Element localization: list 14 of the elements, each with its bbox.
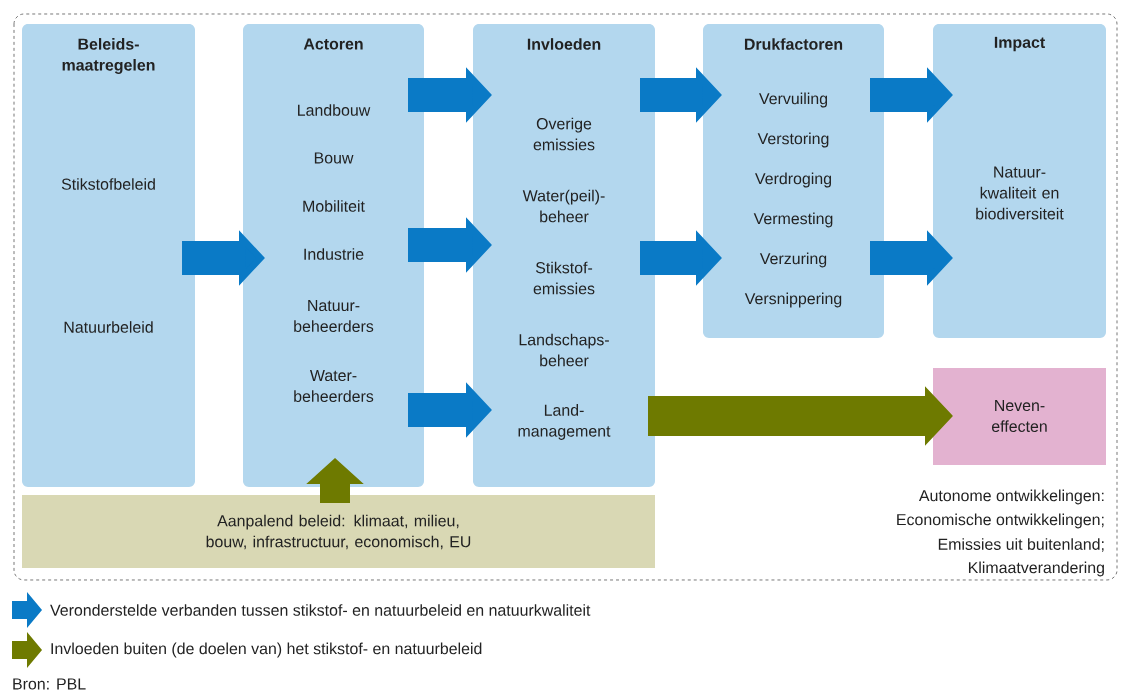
column-box: Actoren Landbouw Bouw Mobiliteit Industrie Natuur- beheerders Water- beheerders [243, 24, 424, 487]
note-text: Bron: PBL [13, 678, 86, 690]
column-box: Invloeden Overige emissies Water(peil)- beheer Stikstof- emissies Landschaps- beheer Land- management [473, 24, 655, 487]
note-text: Emissies uit buitenland; [938, 538, 1104, 552]
column-box: Impact Natuur- kwaliteit en biodiversiteit [933, 24, 1106, 338]
note-text: Autonome ontwikkelingen: [918, 489, 1104, 505]
effect-box: Neven- effecten [933, 368, 1106, 465]
column-box: Beleids- maatregelen Stikstofbeleid Natuurbeleid [22, 24, 195, 487]
legend-text: Veronderstelde verbanden tussen stikstof- en natuurbeleid en natuurkwaliteit [50, 604, 591, 616]
legend-text: Invloeden buiten (de doelen van) het stikstof- en natuurbeleid [51, 642, 482, 658]
note-text: Economische ontwikkelingen; [897, 513, 1104, 529]
policy-box: Aanpalend beleid: klimaat, milieu, bouw, infrastructuur, economisch, EU [22, 495, 655, 568]
note-text: Klimaatverandering [969, 561, 1104, 577]
column-box: Drukfactoren Vervuiling Verstoring Verdroging Vermesting Verzuring Versnippering [703, 24, 884, 338]
